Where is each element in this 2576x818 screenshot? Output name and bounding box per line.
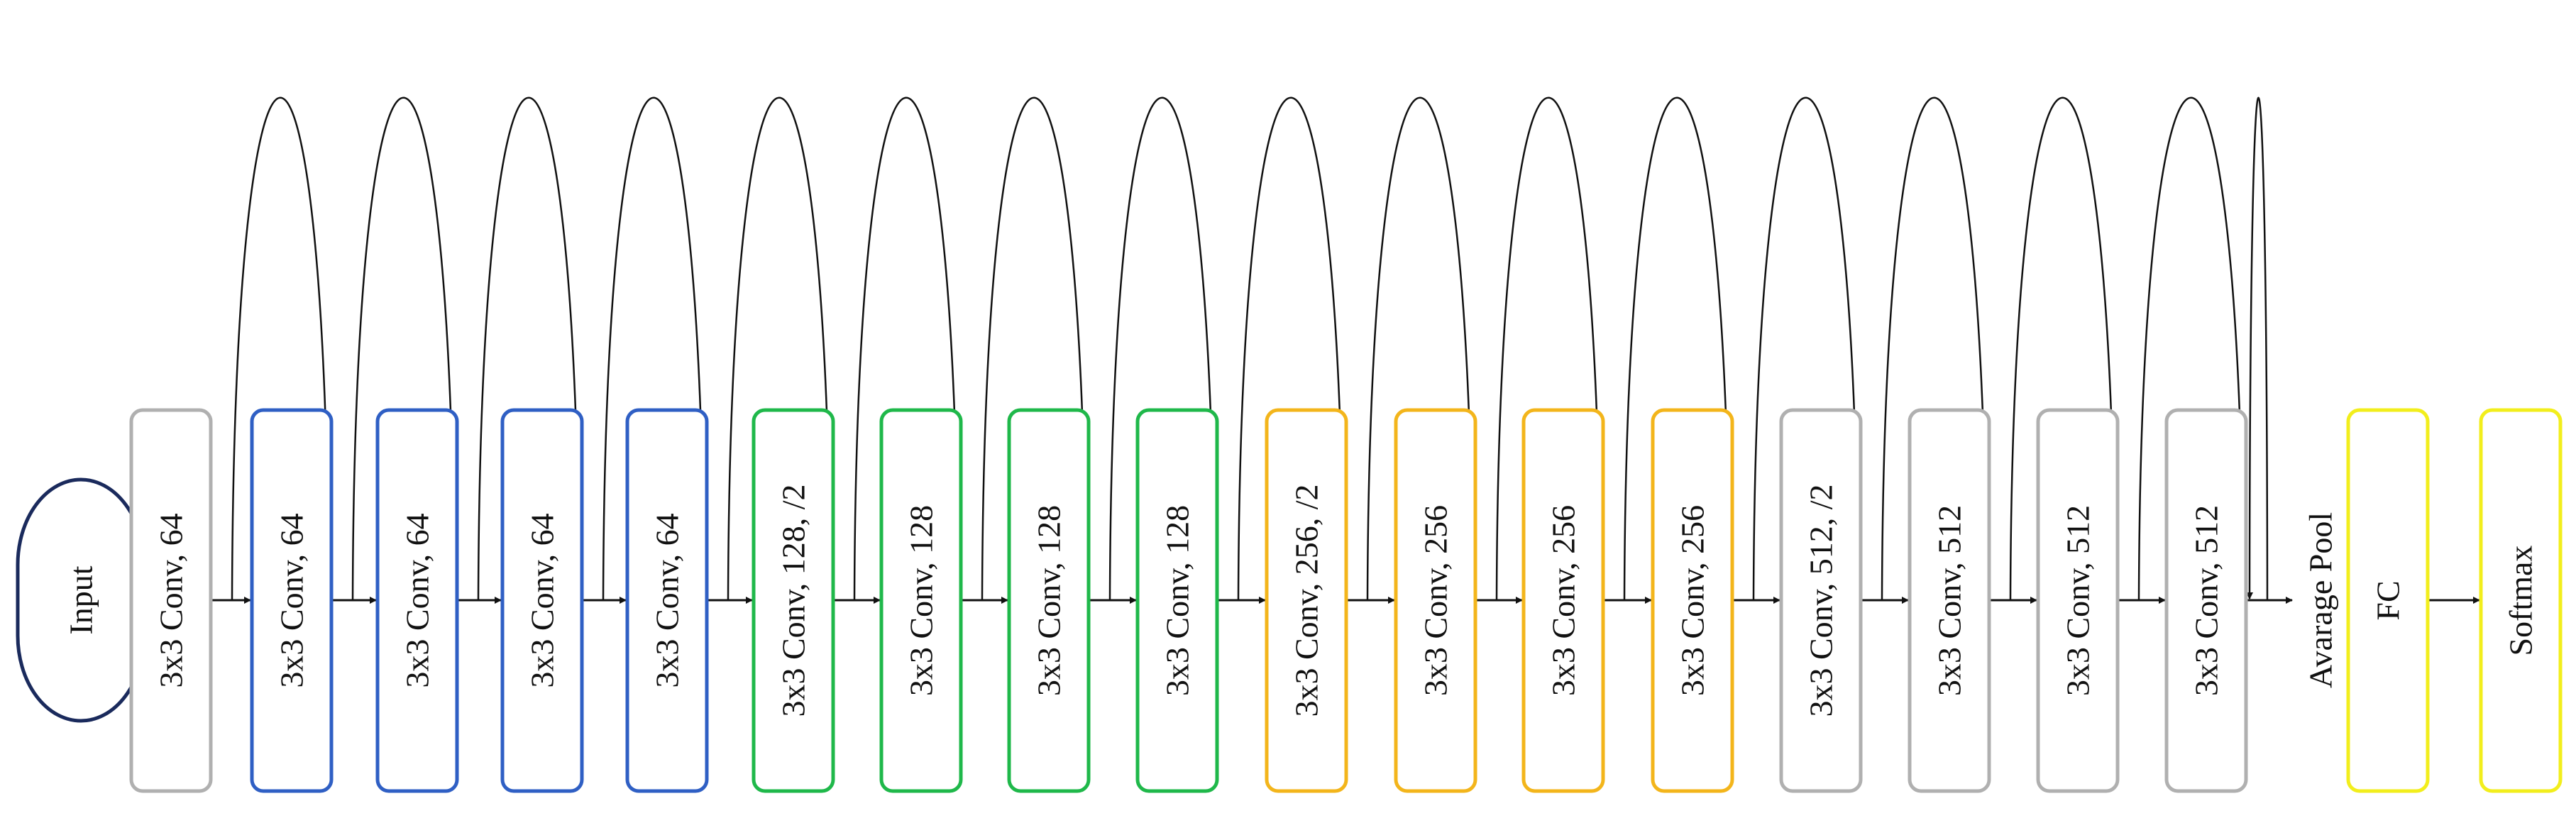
conv-block-4: 3x3 Conv, 64 — [500, 408, 584, 793]
conv-block-label: 3x3 Conv, 256 — [1418, 505, 1454, 696]
conv-block-label: 3x3 Conv, 128 — [1160, 505, 1196, 696]
skip-connection-15 — [2009, 96, 2118, 601]
conv-block-3: 3x3 Conv, 64 — [375, 408, 459, 793]
conv-block-label: 3x3 Conv, 256 — [1675, 505, 1711, 696]
conv-block-12: 3x3 Conv, 256 — [1521, 408, 1605, 793]
input-node: Input — [16, 477, 146, 723]
conv-block-label: 3x3 Conv, 512 — [2060, 505, 2096, 696]
conv-block-box — [2036, 408, 2120, 793]
average-pool: Avarage Pool — [2303, 512, 2339, 688]
conv-block-box — [1135, 408, 1219, 793]
conv-block-8: 3x3 Conv, 128 — [1007, 408, 1091, 793]
skip-connection-13 — [1752, 96, 1861, 601]
conv-block-label: 3x3 Conv, 64 — [274, 513, 310, 687]
conv-block-box — [2164, 408, 2248, 793]
conv-block-label: 3x3 Conv, 512 — [2189, 505, 2225, 696]
skip-connection-1 — [231, 96, 332, 601]
conv-block-label: 3x3 Conv, 128 — [903, 505, 940, 696]
conv-block-2: 3x3 Conv, 64 — [250, 408, 334, 793]
conv-block-box — [1265, 408, 1348, 793]
conv-block-9: 3x3 Conv, 128 — [1135, 408, 1219, 793]
conv-block-label: 3x3 Conv, 64 — [524, 513, 561, 687]
head-block-2: Softmax — [2479, 408, 2563, 793]
conv-block-box — [1007, 408, 1091, 793]
conv-block-13: 3x3 Conv, 256 — [1651, 408, 1734, 793]
skip-connection-7 — [981, 96, 1089, 601]
layer-blocks: Input Avarage Pool 3x3 Conv, 64 3x3 Conv,… — [16, 408, 2563, 793]
conv-block-box — [500, 408, 584, 793]
skip-connection-8 — [1108, 96, 1218, 601]
skip-connection-9 — [1237, 96, 1347, 601]
conv-block-14: 3x3 Conv, 512, /2 — [1779, 408, 1863, 793]
conv-block-box — [1394, 408, 1477, 793]
head-block-box — [2346, 408, 2430, 793]
conv-block-box — [879, 408, 963, 793]
conv-block-box — [250, 408, 334, 793]
skip-connection-16 — [2137, 96, 2247, 601]
conv-block-label: 3x3 Conv, 512 — [1932, 505, 1968, 696]
head-block-1: FC — [2346, 408, 2430, 793]
conv-block-label: 3x3 Conv, 256 — [1546, 505, 1582, 696]
conv-block-label: 3x3 Conv, 128 — [1031, 505, 1067, 696]
conv-block-6: 3x3 Conv, 128, /2 — [752, 408, 835, 793]
conv-block-17: 3x3 Conv, 512 — [2164, 408, 2248, 793]
conv-block-5: 3x3 Conv, 64 — [625, 408, 709, 793]
conv-block-box — [1651, 408, 1734, 793]
conv-block-15: 3x3 Conv, 512 — [1908, 408, 1991, 793]
conv-block-label: 3x3 Conv, 64 — [400, 513, 436, 687]
conv-block-label: 3x3 Conv, 256, /2 — [1289, 485, 1325, 717]
conv-block-label: 3x3 Conv, 128, /2 — [776, 485, 812, 717]
skip-connection-2 — [351, 96, 458, 601]
average-pool-label: Avarage Pool — [2303, 512, 2339, 688]
head-block-box — [2479, 408, 2563, 793]
skip-connection-6 — [853, 96, 962, 601]
skip-connection-10 — [1366, 96, 1476, 601]
conv-block-box — [375, 408, 459, 793]
conv-block-10: 3x3 Conv, 256, /2 — [1265, 408, 1348, 793]
head-block-label: Softmax — [2503, 546, 2539, 656]
conv-block-11: 3x3 Conv, 256 — [1394, 408, 1477, 793]
conv-block-box — [752, 408, 835, 793]
skip-connection-3 — [477, 96, 583, 601]
skip-connections — [231, 96, 2269, 601]
conv-block-label: 3x3 Conv, 64 — [649, 513, 686, 687]
conv-block-box — [1908, 408, 1991, 793]
head-block-label: FC — [2370, 580, 2406, 620]
skip-connection-12 — [1623, 96, 1733, 601]
skip-connection-5 — [727, 96, 834, 601]
conv-block-box — [1521, 408, 1605, 793]
input-node-label: Input — [63, 565, 99, 634]
conv-block-label: 3x3 Conv, 512, /2 — [1803, 485, 1839, 717]
skip-connection-4 — [602, 96, 708, 601]
conv-block-16: 3x3 Conv, 512 — [2036, 408, 2120, 793]
skip-connection-14 — [1881, 96, 1990, 601]
conv-block-box — [625, 408, 709, 793]
skip-connection-11 — [1495, 96, 1604, 601]
conv-block-label: 3x3 Conv, 64 — [153, 513, 189, 687]
conv-block-box — [129, 408, 213, 793]
skip-connection-17 — [2246, 96, 2269, 601]
conv-block-1: 3x3 Conv, 64 — [129, 408, 213, 793]
conv-block-7: 3x3 Conv, 128 — [879, 408, 963, 793]
conv-block-box — [1779, 408, 1863, 793]
